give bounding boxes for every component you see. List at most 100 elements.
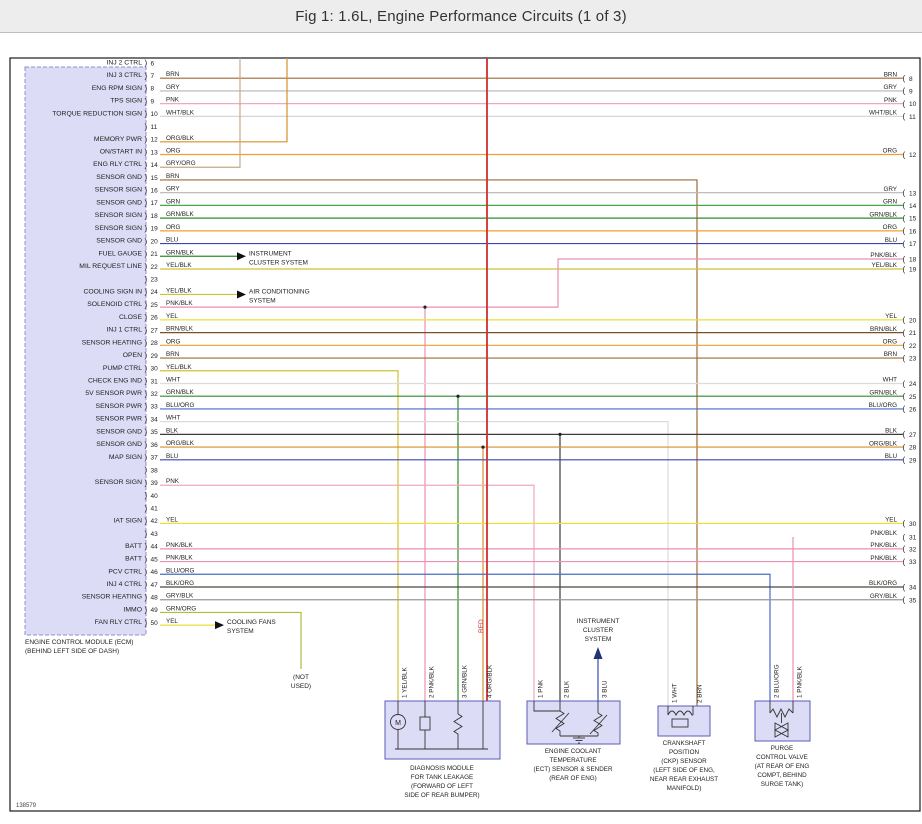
edge-wire-color: YEL xyxy=(885,313,897,320)
pin-bracket-icon: ) xyxy=(145,491,148,500)
edge-number: 33 xyxy=(909,559,917,566)
component-pin-label: 2 BLU/ORG xyxy=(774,664,781,698)
pin-label: SENSOR HEATING xyxy=(82,339,142,346)
doc-number: 138579 xyxy=(16,803,37,809)
edge-wire-color: PNK/BLK xyxy=(870,555,897,562)
pin-bracket-icon: ) xyxy=(145,135,148,144)
edge-wire-color: BLK xyxy=(885,428,898,435)
edge-number: 18 xyxy=(909,257,917,264)
wire xyxy=(160,370,399,701)
pin-bracket-icon: ) xyxy=(145,173,148,182)
component-pin-label: 4 ORG/BLK xyxy=(487,664,494,698)
pin-number: 32 xyxy=(151,391,159,398)
edge-wire-color: ORG/BLK xyxy=(869,440,898,447)
right-edge-connector: BLU(17 xyxy=(885,237,917,249)
pin-number: 36 xyxy=(151,442,159,449)
edge-number: 11 xyxy=(909,114,916,121)
pin-bracket-icon: ) xyxy=(145,97,148,106)
pin-label: SENSOR SIGN xyxy=(95,225,142,232)
pin-bracket-icon: ) xyxy=(145,339,148,348)
component-box xyxy=(657,705,711,737)
ecm-caption-line: ENGINE CONTROL MODULE (ECM) xyxy=(25,639,133,646)
component-caption-line: CONTROL VALVE xyxy=(756,754,808,761)
system-label: INSTRUMENT xyxy=(577,618,620,625)
up-arrow-icon xyxy=(593,647,603,659)
edge-bracket-icon: ( xyxy=(903,379,906,388)
wire-color-label: GRN xyxy=(166,198,180,205)
pin-label: SENSOR SIGN xyxy=(95,479,142,486)
component-caption-line: SIDE OF REAR BUMPER) xyxy=(404,792,479,799)
magnet-symbol xyxy=(671,718,689,728)
edge-bracket-icon: ( xyxy=(903,265,906,274)
pin-bracket-icon: ) xyxy=(145,224,148,233)
pin-number: 13 xyxy=(151,149,159,156)
edge-number: 24 xyxy=(909,381,917,388)
pin-label: SENSOR GND xyxy=(96,174,142,181)
symbol-line xyxy=(589,714,608,735)
edge-bracket-icon: ( xyxy=(903,341,906,350)
pin-number: 27 xyxy=(151,327,159,334)
edge-bracket-icon: ( xyxy=(903,456,906,465)
red-wire-label: RED xyxy=(478,619,485,633)
pin-number: 49 xyxy=(151,607,159,614)
right-edge-connector: YEL/BLK(19 xyxy=(871,262,916,274)
pin-bracket-icon: ) xyxy=(145,517,148,526)
wire-color-label: YEL/BLK xyxy=(166,262,192,269)
wire-color-label: PNK/BLK xyxy=(166,542,193,549)
pin-number: 9 xyxy=(151,98,155,105)
component-caption-line: CRANKSHAFT xyxy=(663,740,706,747)
not-used-label: USED) xyxy=(291,683,311,690)
pin-bracket-icon: ) xyxy=(145,466,148,475)
edge-bracket-icon: ( xyxy=(903,74,906,83)
pin-label: INJ 3 CTRL xyxy=(106,72,142,79)
pin-number: 40 xyxy=(151,493,159,500)
right-edge-connector: GRN/BLK(15 xyxy=(869,211,916,223)
edge-bracket-icon: ( xyxy=(903,239,906,248)
pin-number: 8 xyxy=(151,86,155,93)
pin-label: PCV CTRL xyxy=(108,568,142,575)
pin-bracket-icon: ) xyxy=(145,542,148,551)
edge-bracket-icon: ( xyxy=(903,255,906,264)
wire xyxy=(160,179,698,706)
edge-number: 28 xyxy=(909,445,917,452)
component-caption-line: (FORWARD OF LEFT xyxy=(411,783,473,790)
wire xyxy=(160,611,302,669)
pin-label: PUMP CTRL xyxy=(103,365,142,372)
pin-label: SENSOR SIGN xyxy=(95,212,142,219)
edge-number: 27 xyxy=(909,432,917,439)
system-label: COOLING FANS xyxy=(227,619,276,626)
wire-color-label: GRY/ORG xyxy=(166,160,196,167)
wire xyxy=(160,421,669,706)
pin-number: 25 xyxy=(151,302,159,309)
right-edge-connector: GRY(13 xyxy=(883,186,916,198)
pin-number: 15 xyxy=(151,175,159,182)
edge-bracket-icon: ( xyxy=(903,583,906,592)
resistor-symbol xyxy=(769,707,794,719)
edge-wire-color: PNK/BLK xyxy=(870,530,897,537)
pin-bracket-icon: ) xyxy=(145,440,148,449)
wire-color-label: BLU xyxy=(166,453,179,460)
component-caption-line: TEMPERATURE xyxy=(549,757,596,764)
edge-wire-color: GRY/BLK xyxy=(870,593,898,600)
component-pin-label: 3 GRN/BLK xyxy=(462,664,469,698)
right-edge-connector: PNK/BLK(32 xyxy=(870,542,916,554)
right-edge-connector: BLU/ORG(26 xyxy=(869,402,917,414)
component-caption-line: (LEFT SIDE OF ENG, xyxy=(653,767,715,774)
right-arrow-icon xyxy=(237,252,246,261)
pin-label: SENSOR GND xyxy=(96,441,142,448)
pin-number: 17 xyxy=(151,200,159,207)
pin-label: MEMORY PWR xyxy=(94,136,142,143)
component-caption-line: NEAR REAR EXHAUST xyxy=(650,776,718,783)
right-edge-connector: YEL(30 xyxy=(885,517,917,529)
pin-label: TORQUE REDUCTION SIGN xyxy=(52,110,142,117)
component-caption-line: (AT REAR OF ENG xyxy=(755,763,810,770)
